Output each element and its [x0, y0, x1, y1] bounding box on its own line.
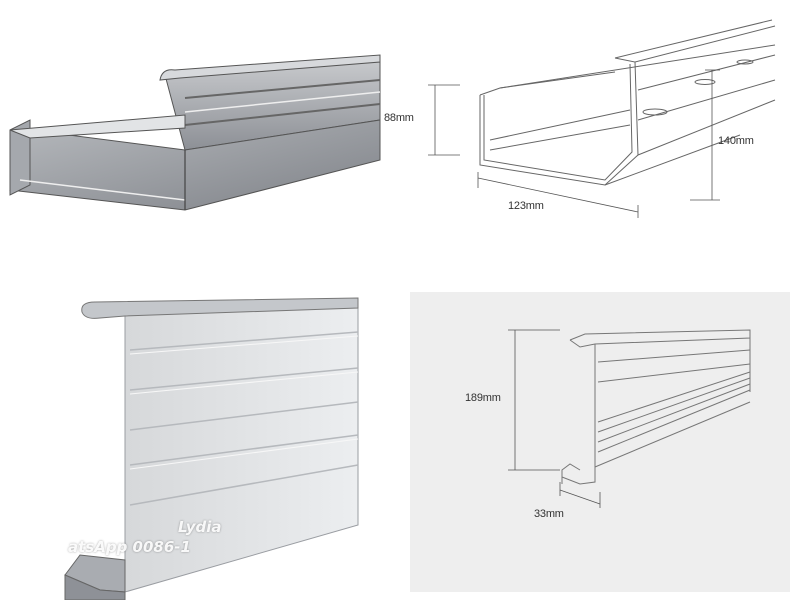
box-gutter-photo: 88mm [0, 20, 414, 220]
fascia-photo: Lydia atsApp 0086-1 [40, 290, 380, 600]
gutter-height-label: 88mm [384, 112, 414, 124]
fascia-render [64, 297, 359, 600]
fascia-drawing: 189mm 33mm [410, 292, 790, 592]
gutter-depth-label: 140mm [718, 135, 754, 147]
fascia-height-label: 189mm [465, 392, 501, 404]
fascia-line-art [508, 329, 751, 508]
box-gutter-line-art [428, 19, 776, 218]
box-gutter-render [9, 54, 381, 211]
watermark-contact: atsApp 0086-1 [68, 538, 191, 556]
fascia-lip-label: 33mm [534, 508, 564, 520]
gutter-width-label: 123mm [508, 200, 544, 212]
watermark-name: Lydia [178, 518, 222, 536]
box-gutter-drawing: 123mm 140mm [400, 0, 800, 230]
